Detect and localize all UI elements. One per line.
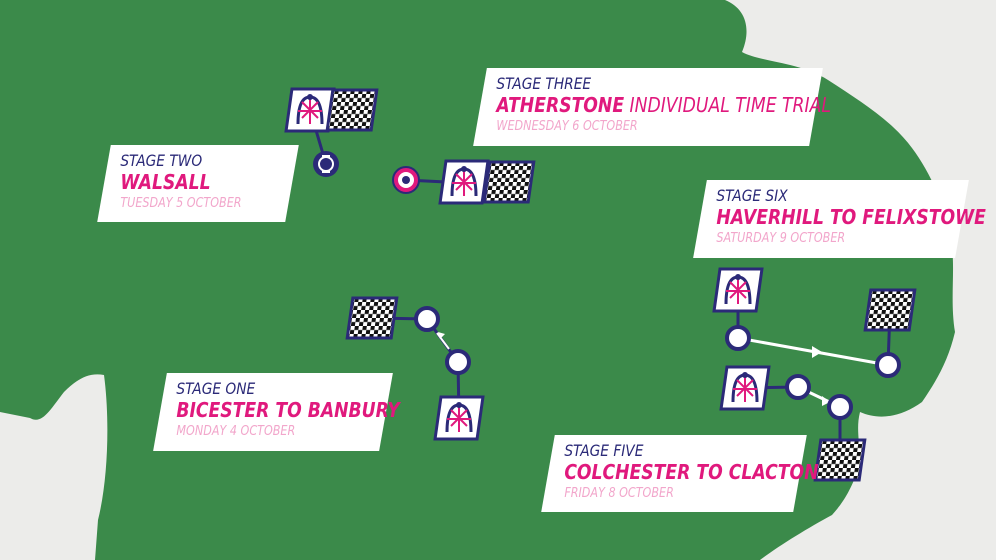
route-node-icon xyxy=(875,352,901,378)
chequered-flag-icon xyxy=(482,160,536,204)
stage-six-card: STAGE SIX HAVERHILL TO FELIXSTOWE SATURD… xyxy=(693,180,986,258)
stage-three-route xyxy=(392,159,536,205)
stage-name: BICESTER TO BANBURY xyxy=(176,397,400,422)
route-node-icon xyxy=(785,374,811,400)
start-arch-icon xyxy=(712,267,764,313)
stage-date: MONDAY 4 OCTOBER xyxy=(176,423,296,439)
start-arch-icon xyxy=(719,365,771,411)
stage-label: STAGE SIX xyxy=(716,186,788,205)
route-node-icon xyxy=(445,349,471,375)
route-node-icon xyxy=(827,394,853,420)
stage-five-card: STAGE FIVE COLCHESTER TO CLACTON FRIDAY … xyxy=(541,435,819,512)
stage-name: HAVERHILL TO FELIXSTOWE xyxy=(716,204,986,229)
start-arch-icon xyxy=(433,395,485,441)
stage-label: STAGE ONE xyxy=(176,379,256,398)
start-arch-icon xyxy=(438,159,490,205)
stage-date: TUESDAY 5 OCTOBER xyxy=(120,195,242,211)
direction-arrow-icon xyxy=(438,332,445,339)
time-trial-target-icon xyxy=(392,166,420,194)
stage-name: COLCHESTER TO CLACTON xyxy=(564,459,819,484)
stage-six-route xyxy=(712,267,917,378)
stage-five-route xyxy=(719,365,867,482)
stage-two-route xyxy=(284,87,379,177)
stage-date: SATURDAY 9 OCTOBER xyxy=(716,230,846,246)
stage-two-card: STAGE TWO WALSALL TUESDAY 5 OCTOBER xyxy=(97,145,299,222)
chequered-flag-icon xyxy=(863,288,917,332)
route-node-icon xyxy=(725,325,751,351)
chequered-flag-icon xyxy=(813,438,867,482)
chequered-flag-icon xyxy=(345,296,399,340)
stage-three-card: STAGE THREE ATHERSTONE INDIVIDUAL TIME T… xyxy=(473,68,831,146)
stage-one-route xyxy=(345,296,485,441)
chequered-flag-icon xyxy=(325,88,379,132)
stage-date: FRIDAY 8 OCTOBER xyxy=(564,485,674,501)
stage-label: STAGE THREE xyxy=(496,74,592,93)
route-node-icon xyxy=(414,306,440,332)
circuit-node-icon xyxy=(313,151,339,177)
direction-arrow-icon xyxy=(822,396,830,406)
stage-one-card: STAGE ONE BICESTER TO BANBURY MONDAY 4 O… xyxy=(153,373,400,451)
stage-name: ATHERSTONE INDIVIDUAL TIME TRIAL xyxy=(496,92,831,117)
stage-date: WEDNESDAY 6 OCTOBER xyxy=(496,118,638,134)
direction-arrow-icon xyxy=(812,346,822,358)
stage-label: STAGE FIVE xyxy=(564,441,644,460)
stage-name: WALSALL xyxy=(120,169,211,194)
stage-label: STAGE TWO xyxy=(120,151,203,170)
